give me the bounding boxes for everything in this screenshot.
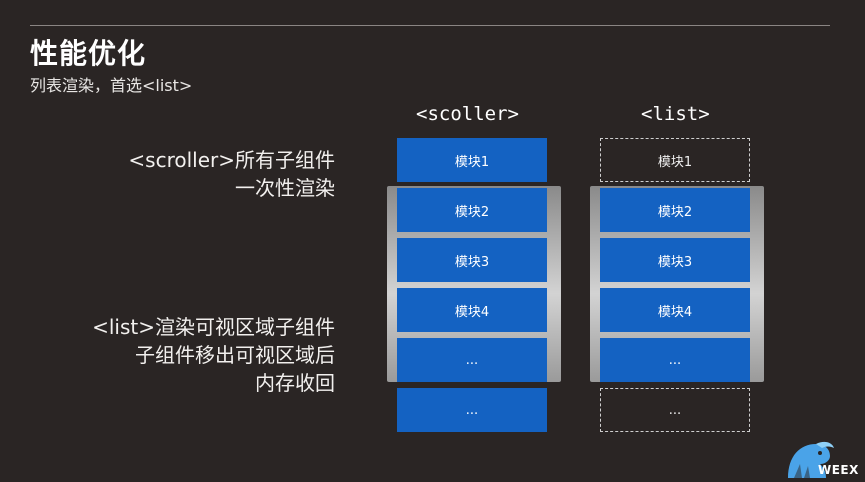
list-column-label: <list>	[641, 103, 710, 125]
slide-subtitle: 列表渲染，首选<list>	[30, 76, 193, 95]
scroller-module-4: 模块4	[397, 288, 547, 332]
list-module-4: 模块4	[600, 288, 750, 332]
scroller-description-line-2: 一次性渲染	[235, 176, 335, 200]
scroller-module-6: ...	[397, 388, 547, 432]
list-module-6: ...	[600, 388, 750, 432]
list-description-line-2: 子组件移出可视区域后	[135, 343, 335, 367]
slide-title: 性能优化	[30, 37, 147, 70]
scroller-module-2: 模块2	[397, 188, 547, 232]
scroller-description-line-1: <scroller>所有子组件	[128, 148, 335, 172]
list-description-line-3: 内存收回	[255, 371, 335, 395]
scroller-module-1: 模块1	[397, 138, 547, 182]
weex-logo-text: WEEX	[818, 463, 859, 477]
list-module-5: ...	[600, 338, 750, 382]
weex-bird-icon	[788, 441, 834, 478]
list-module-1: 模块1	[600, 138, 750, 182]
list-module-2: 模块2	[600, 188, 750, 232]
scroller-column-label: <scoller>	[416, 103, 519, 125]
list-description: <list>渲染可视区域子组件 子组件移出可视区域后 内存收回	[92, 313, 335, 397]
list-module-3: 模块3	[600, 238, 750, 282]
scroller-module-3: 模块3	[397, 238, 547, 282]
list-description-line-1: <list>渲染可视区域子组件	[92, 315, 335, 339]
scroller-module-5: ...	[397, 338, 547, 382]
top-divider	[30, 25, 830, 26]
scroller-description: <scroller>所有子组件 一次性渲染	[128, 146, 335, 202]
